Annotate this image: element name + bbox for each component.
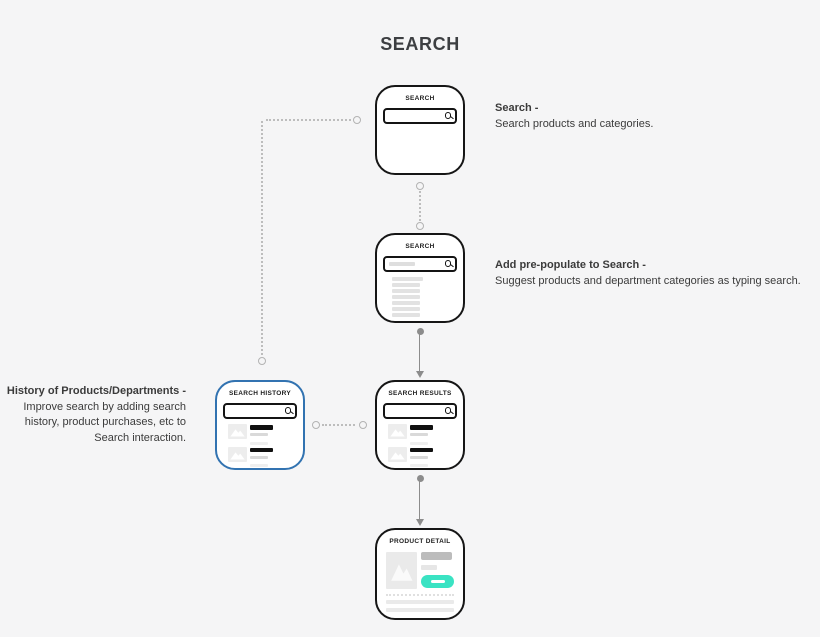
dotted-separator: [386, 594, 454, 596]
suggestion-line: [392, 301, 420, 305]
node-label: SEARCH: [405, 95, 435, 102]
annotation-history: History of Products/Departments - Improv…: [5, 384, 186, 446]
image-placeholder-icon: [386, 552, 417, 589]
image-placeholder-icon: [388, 446, 407, 462]
solid-line: [419, 480, 420, 520]
search-icon: [444, 112, 451, 119]
product-detail-wireframe: [386, 552, 454, 589]
dotted-line: [261, 121, 263, 355]
result-text-bars: [410, 424, 433, 439]
history-title-bar: [250, 447, 273, 452]
history-title-bar: [250, 425, 273, 430]
history-item: [228, 424, 303, 439]
annotation-title: History of Products/Departments -: [6, 385, 186, 397]
suggestion-line: [392, 295, 420, 299]
button-label-bar: [430, 580, 445, 583]
suggestion-line: [392, 277, 423, 281]
dotted-line: [266, 119, 351, 121]
annotation-title: Add pre-populate to Search -: [495, 259, 646, 271]
result-item: [388, 424, 463, 439]
history-item: [228, 446, 303, 462]
description-bar: [386, 608, 454, 612]
suggestion-list-wireframe: [392, 277, 463, 317]
search-input-wireframe: [383, 403, 457, 419]
result-item: [388, 446, 463, 462]
image-placeholder-icon: [228, 446, 247, 462]
connector-port-icon: [353, 116, 361, 124]
node-search-prepopulate[interactable]: SEARCH: [375, 233, 465, 323]
history-subtitle-bar: [250, 455, 268, 459]
dotted-line: [419, 191, 421, 221]
history-text-bars: [250, 424, 273, 439]
history-subtitle-bar: [250, 433, 268, 436]
node-label: SEARCH HISTORY: [229, 390, 291, 397]
node-label: SEARCH: [405, 243, 435, 250]
suggestion-line: [392, 289, 420, 293]
typed-text-placeholder: [389, 262, 415, 266]
annotation-body: Suggest products and department categori…: [495, 274, 801, 287]
history-meta-bar: [250, 441, 268, 445]
result-list-wireframe: [388, 424, 463, 467]
connector-port-icon: [359, 421, 367, 429]
suggestion-line: [392, 283, 420, 287]
product-info-bars: [421, 552, 454, 589]
result-text-bars: [410, 447, 433, 462]
add-to-cart-button-wireframe: [421, 575, 454, 588]
result-title-bar: [410, 425, 433, 430]
connector-port-icon: [312, 421, 320, 429]
annotation-body: Search products and categories.: [495, 117, 654, 130]
search-icon: [444, 260, 451, 267]
node-search-history[interactable]: SEARCH HISTORY: [215, 380, 305, 470]
history-meta-bar: [250, 464, 268, 467]
annotation-search: Search - Search products and categories.: [495, 101, 795, 132]
connector-port-icon: [416, 222, 424, 230]
result-title-bar: [410, 447, 433, 452]
connector-port-icon: [416, 182, 424, 190]
node-search[interactable]: SEARCH: [375, 85, 465, 175]
search-input-wireframe: [223, 403, 297, 419]
search-input-wireframe: [383, 256, 457, 272]
node-product-detail[interactable]: PRODUCT DETAIL: [375, 528, 465, 620]
search-input-wireframe: [383, 108, 457, 124]
node-label: PRODUCT DETAIL: [389, 538, 451, 545]
connector-dot-icon: [417, 328, 424, 335]
image-placeholder-icon: [228, 424, 247, 439]
result-subtitle-bar: [410, 433, 428, 436]
suggestion-line: [392, 313, 420, 317]
node-search-results[interactable]: SEARCH RESULTS: [375, 380, 465, 470]
history-text-bars: [250, 447, 273, 462]
history-list-wireframe: [228, 424, 303, 467]
connector-dot-icon: [417, 475, 424, 482]
diagram-title: SEARCH: [380, 34, 460, 54]
arrow-down-icon: [416, 519, 424, 526]
annotation-body: Improve search by adding search history,…: [23, 400, 186, 444]
dotted-line: [322, 424, 355, 426]
suggestion-line: [392, 307, 420, 311]
search-icon: [444, 407, 451, 414]
node-label: SEARCH RESULTS: [388, 390, 452, 397]
annotation-prepopulate: Add pre-populate to Search - Suggest pro…: [495, 258, 817, 289]
product-price-bar: [421, 565, 437, 570]
product-title-bar: [421, 552, 452, 560]
annotation-title: Search -: [495, 102, 539, 114]
description-bar: [386, 600, 454, 604]
search-icon: [284, 407, 291, 414]
result-subtitle-bar: [410, 455, 428, 459]
connector-port-icon: [258, 357, 266, 365]
result-meta-bar: [410, 464, 428, 467]
image-placeholder-icon: [388, 424, 407, 439]
solid-line: [419, 332, 420, 372]
result-meta-bar: [410, 441, 428, 445]
arrow-down-icon: [416, 371, 424, 378]
